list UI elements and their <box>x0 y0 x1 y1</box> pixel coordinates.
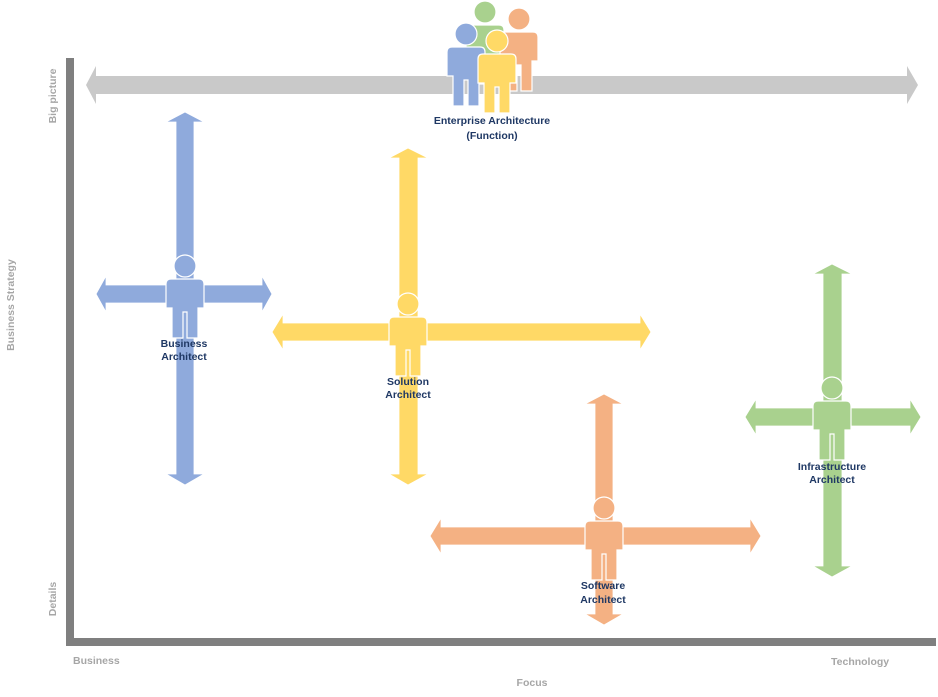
business-label-line2: Architect <box>161 351 207 363</box>
solution-label-line2: Architect <box>385 389 431 401</box>
y-axis-top-label: Big picture <box>47 68 59 123</box>
x-axis-line <box>66 638 936 646</box>
solution-label-line1: Solution <box>387 376 429 388</box>
y-axis-bottom-label: Details <box>47 582 59 617</box>
business-label-line1: Business <box>161 338 208 350</box>
y-axis-title: Business Strategy <box>5 259 17 351</box>
x-axis-title: Focus <box>517 677 548 689</box>
x-axis-left-label: Business <box>73 655 120 667</box>
x-axis-right-label: Technology <box>831 656 889 668</box>
software-label-line2: Architect <box>580 594 626 606</box>
enterprise-people-icon <box>446 0 539 114</box>
software-label-line1: Software <box>581 580 626 592</box>
solution-double-arrow-icon <box>271 147 652 486</box>
infrastructure-label-line1: Infrastructure <box>798 461 866 473</box>
infrastructure-label-line2: Architect <box>809 474 855 486</box>
enterprise-label-line2: (Function) <box>466 130 517 142</box>
y-axis-line <box>66 58 74 646</box>
enterprise-label-line1: Enterprise Architecture <box>434 115 550 127</box>
